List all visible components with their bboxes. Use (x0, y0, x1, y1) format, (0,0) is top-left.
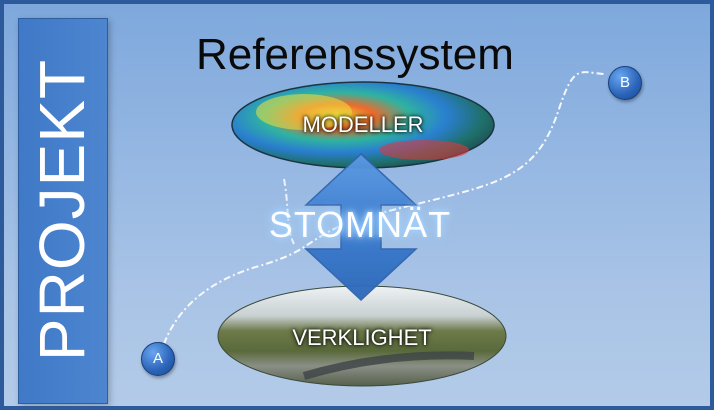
route-branch (283, 178, 295, 245)
diagram-graphics (163, 71, 605, 387)
models-label: MODELLER (302, 112, 424, 137)
reality-road (302, 351, 475, 380)
point-b-badge: B (608, 66, 642, 100)
models-red-patch (379, 140, 469, 160)
point-a-badge: A (141, 342, 175, 376)
diagram-title: Referenssystem (196, 30, 514, 79)
models-highlight (256, 94, 352, 130)
sidebar-panel (18, 18, 108, 404)
double-arrow (304, 152, 418, 302)
reality-label: VERKLIGHET (292, 325, 432, 350)
route-path (163, 71, 605, 345)
control-network-label: STOMNÄT (268, 204, 452, 245)
